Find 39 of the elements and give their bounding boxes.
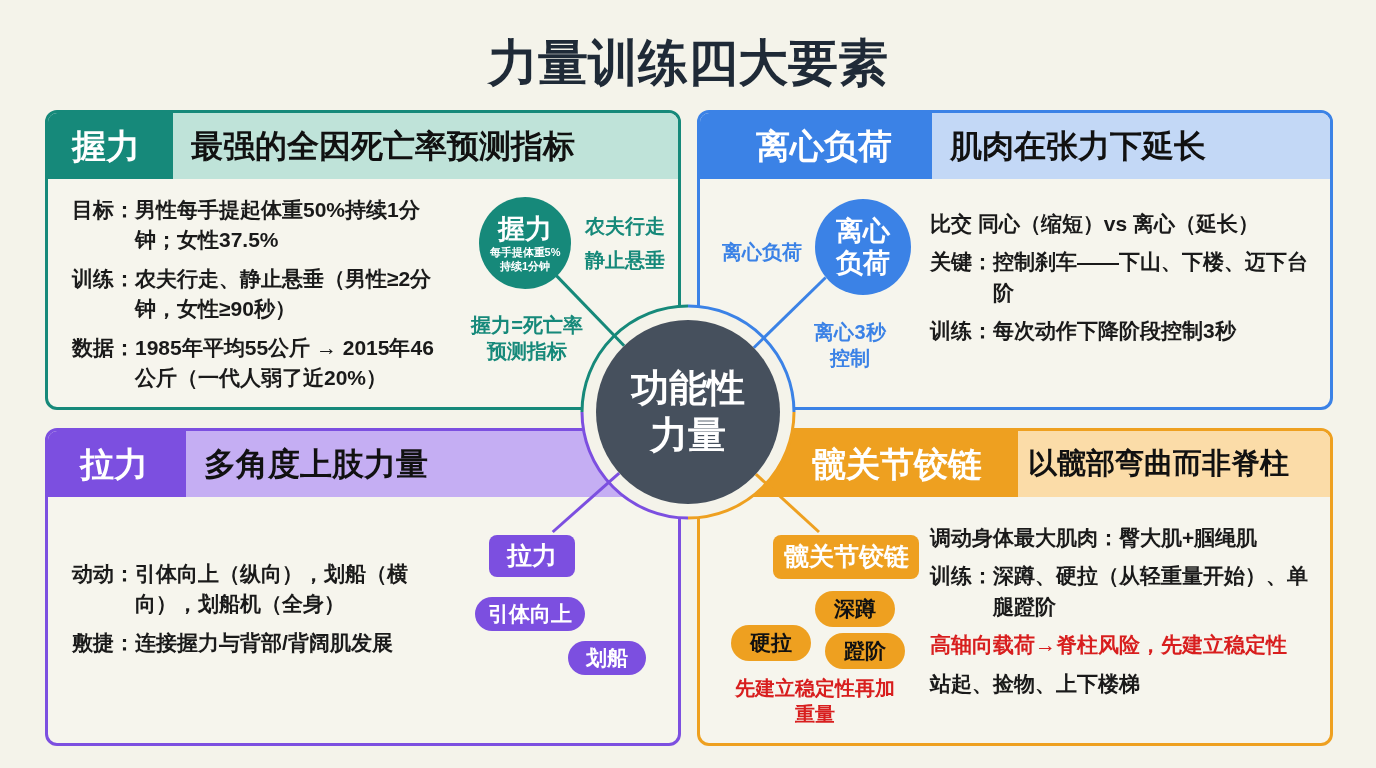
body-text: 训练：农夫行走、静止悬垂（男性≥2分钟，女性≥90秒） [72, 265, 433, 323]
exercise-pill: 硬拉 [731, 625, 811, 661]
body-text: 目标：男性每手提起体重50%持续1分钟；女性37.5% [72, 197, 421, 254]
node-caption: 离心负荷 [721, 240, 803, 265]
exercise-pill: 深蹲 [815, 591, 895, 627]
connector-line [754, 473, 820, 534]
body-text: 数据：1985年平均55公斤 → 2015年46公斤（一代人弱了近20%） [72, 334, 435, 392]
title: 力量训练四大要素 [486, 34, 889, 93]
connector-line [752, 276, 827, 349]
note-text: 先建立稳定性再加重量 [735, 676, 895, 727]
section-tag: 握力 [48, 113, 173, 179]
topic-tag: 髋关节铰链 [773, 535, 919, 579]
section-subtitle: 以髋部弯曲而非脊柱 [1018, 431, 1330, 497]
section-subtitle: 肌肉在张力下延长 [932, 113, 1330, 179]
node-caption: 离心3秒控制 [813, 320, 887, 371]
body-text: 高轴向载荷→脊柱风险，先建立稳定性 [930, 632, 1288, 659]
circle-text: 握力 [496, 212, 553, 245]
connector-line [551, 471, 621, 534]
body-text: 动动：引体向上（纵向），划船（横向），划船机（全身） [72, 561, 409, 618]
circle-text: 每手提体重5%持续1分钟 [488, 244, 562, 274]
section-tag: 离心负荷 [700, 113, 932, 179]
body-text: 训练：深蹲、硬拉（从轻重量开始）、单腿蹬阶 [930, 563, 1309, 620]
section-tag: 拉力 [48, 431, 186, 497]
topic-tag: 拉力 [489, 535, 575, 577]
circle-text: 离心负荷 [835, 214, 891, 280]
body-text: 调动身体最大肌肉：臀大肌+腘绳肌 [930, 525, 1259, 551]
body-text: 训练：每次动作下降阶段控制3秒 [930, 318, 1238, 345]
exercise-pill: 划船 [568, 641, 646, 675]
body-text: 站起、捡物、上下楼梯 [930, 670, 1141, 697]
body-text: 敷捷：连接握力与背部/背阔肌发展 [72, 629, 394, 656]
exercise-pill: 引体向上 [475, 597, 585, 631]
section-subtitle: 最强的全因死亡率预测指标 [173, 113, 678, 179]
connector-line [552, 272, 626, 347]
node-caption: 农夫行走 [584, 214, 666, 239]
note-text: 握力=死亡率预测指标 [469, 313, 584, 364]
body-text: 关键：控制刹车——下山、下楼、迈下台阶 [930, 249, 1309, 306]
node-caption: 静止悬垂 [583, 248, 666, 273]
body-text: 比交 同心（缩短）vs 离心（延长） [930, 211, 1261, 237]
exercise-pill: 蹬阶 [825, 633, 905, 669]
